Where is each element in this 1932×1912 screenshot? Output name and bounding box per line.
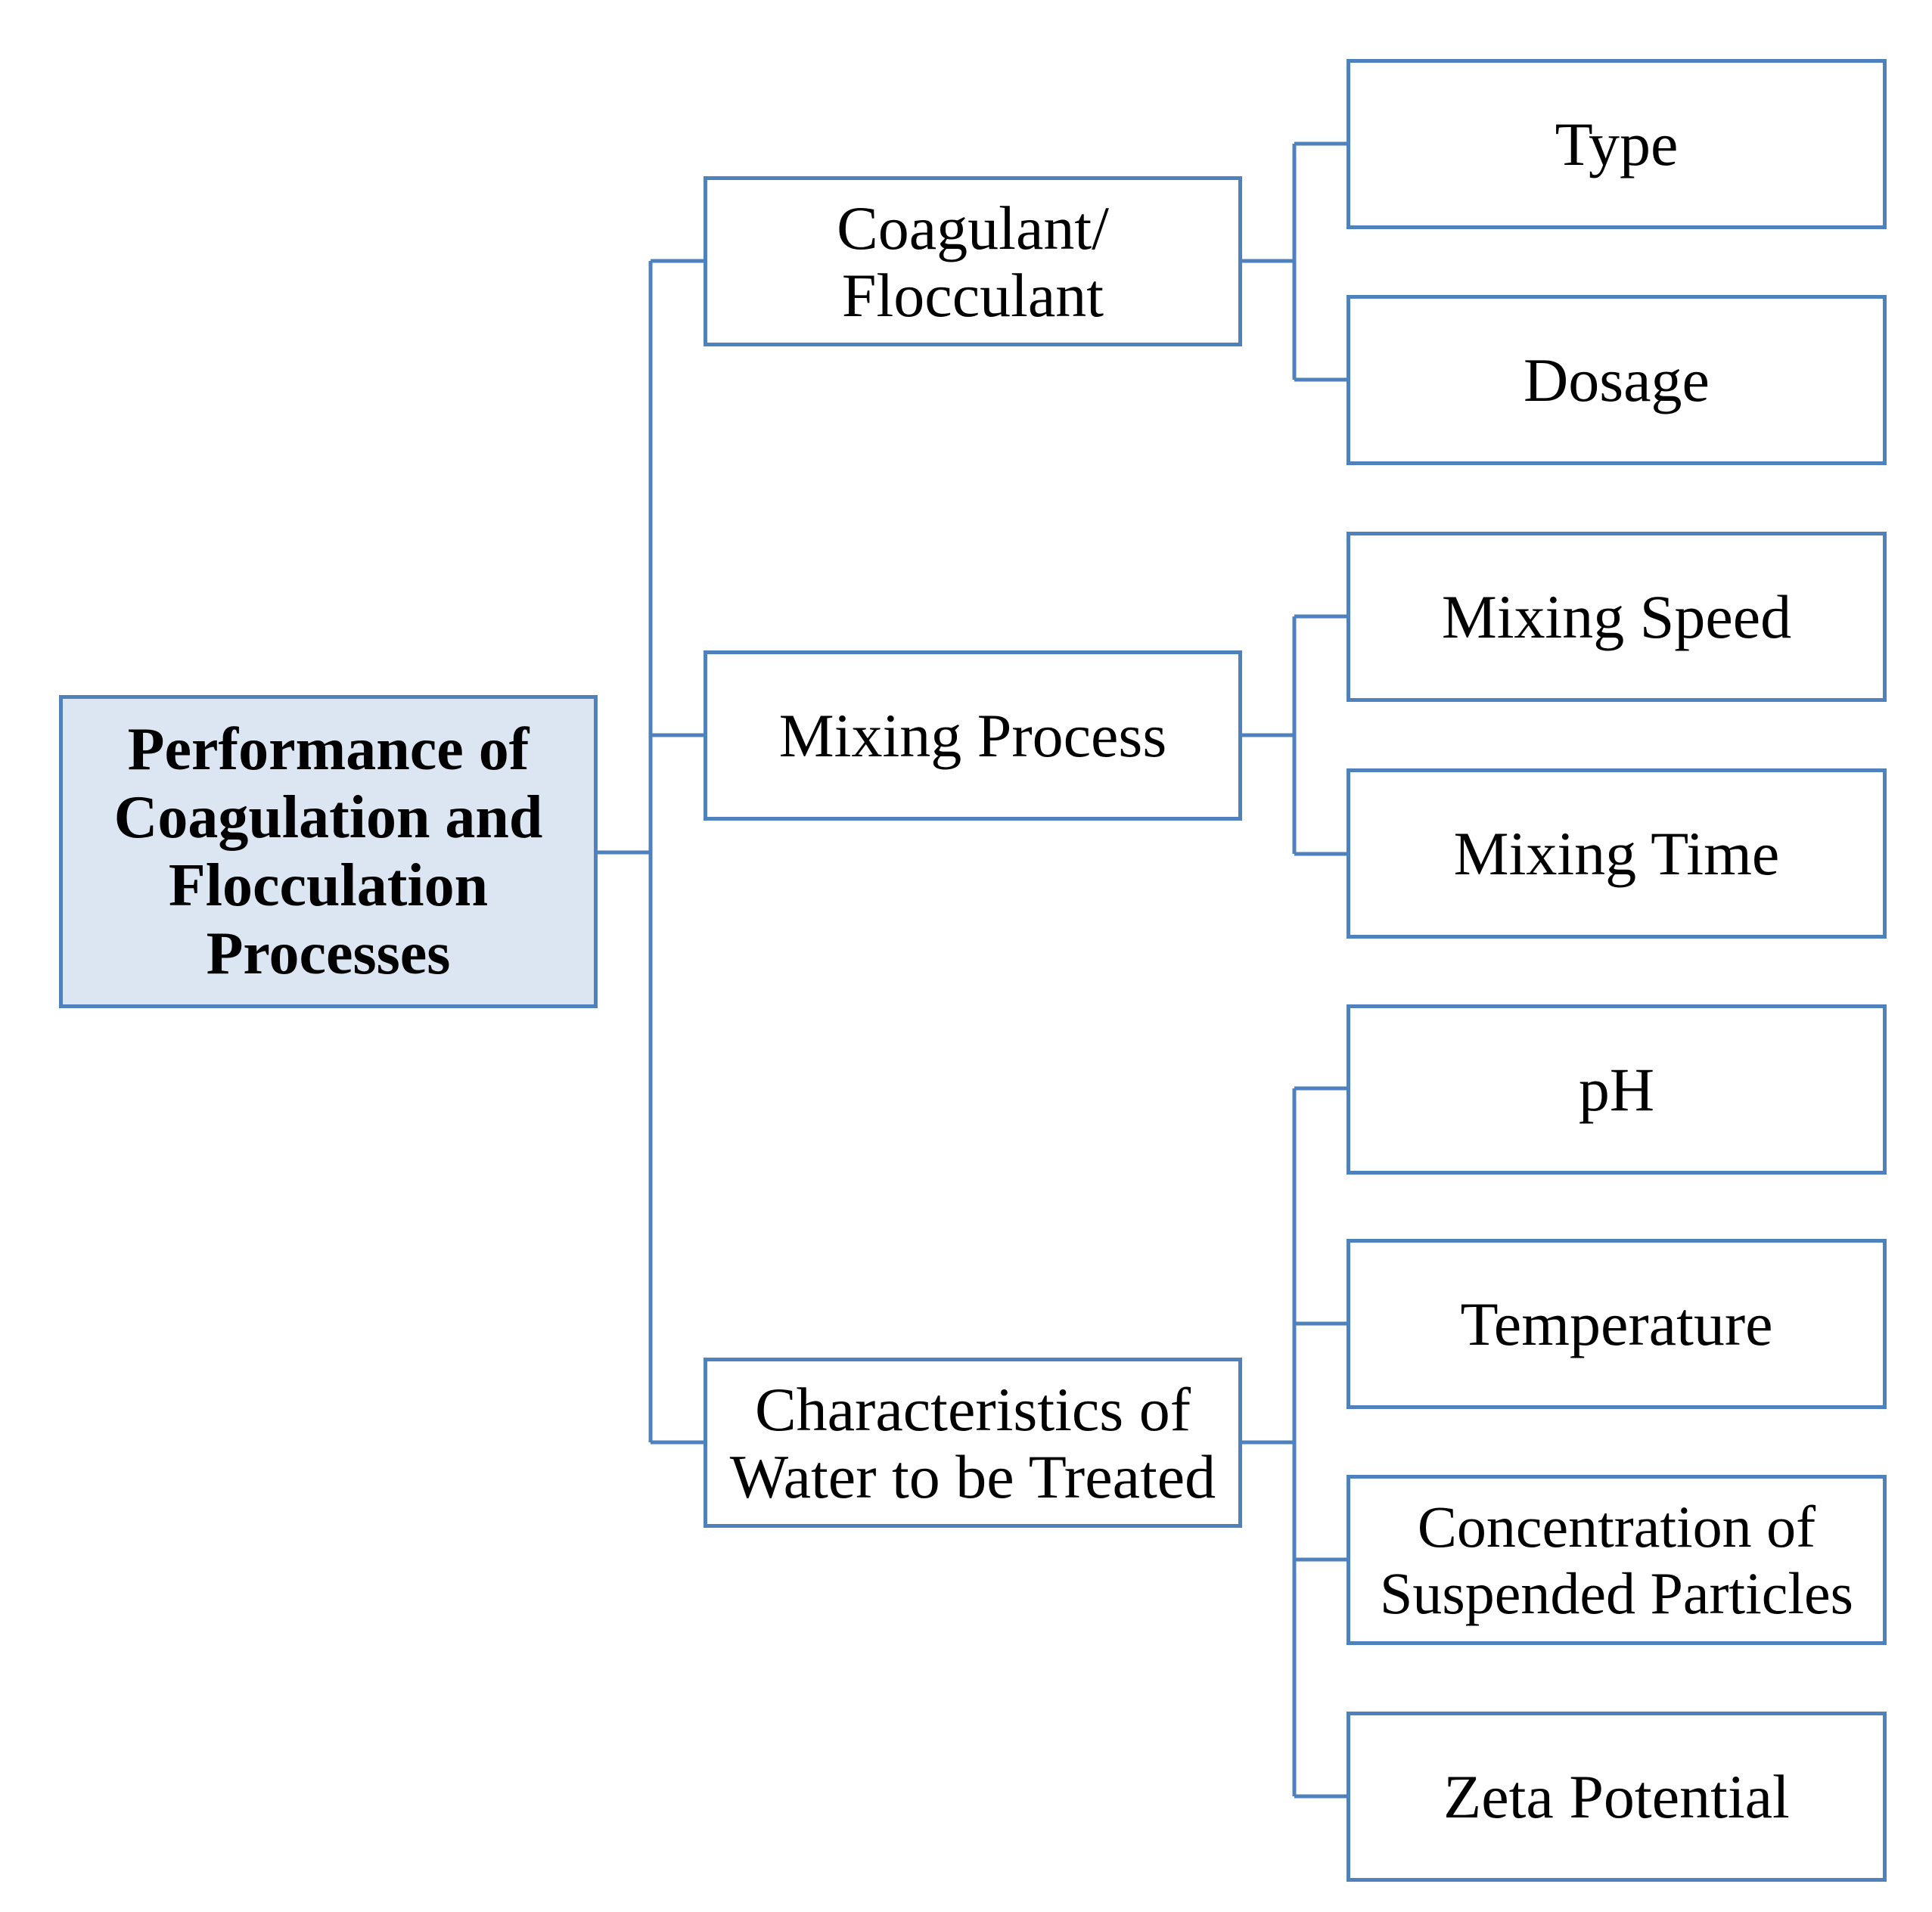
factor-node-zeta-potential: Zeta Potential (1346, 1712, 1887, 1882)
factor-node-temperature: Temperature (1346, 1239, 1887, 1409)
factor-node-mixing-speed: Mixing Speed (1346, 532, 1887, 702)
factor-label-mixing-speed: Mixing Speed (1441, 582, 1792, 651)
category-node-water-characteristics: Characteristics of Water to be Treated (704, 1358, 1242, 1528)
category-label-mixing-process: Mixing Process (778, 701, 1167, 770)
factor-node-concentration-suspended-particles: Concentration of Suspended Particles (1346, 1475, 1887, 1645)
factor-label-mixing-time: Mixing Time (1453, 819, 1780, 888)
factor-label-zeta-potential: Zeta Potential (1443, 1762, 1790, 1831)
root-node-label: Performance of Coagulation and Flocculat… (113, 716, 543, 987)
category-label-water-characteristics: Characteristics of Water to be Treated (729, 1374, 1216, 1511)
category-node-mixing-process: Mixing Process (704, 650, 1242, 821)
factor-label-temperature: Temperature (1460, 1290, 1773, 1358)
factor-node-ph: pH (1346, 1004, 1887, 1175)
category-label-coagulant-flocculant: Coagulant/ Flocculant (837, 193, 1109, 330)
factor-label-dosage: Dosage (1524, 346, 1710, 414)
factor-node-mixing-time: Mixing Time (1346, 768, 1887, 939)
category-node-coagulant-flocculant: Coagulant/ Flocculant (704, 176, 1242, 346)
root-node: Performance of Coagulation and Flocculat… (59, 695, 598, 1008)
factor-label-type: Type (1555, 110, 1679, 178)
factor-label-concentration-suspended-particles: Concentration of Suspended Particles (1379, 1493, 1854, 1626)
factor-node-type: Type (1346, 59, 1887, 229)
factor-node-dosage: Dosage (1346, 295, 1887, 465)
factor-label-ph: pH (1578, 1055, 1655, 1124)
